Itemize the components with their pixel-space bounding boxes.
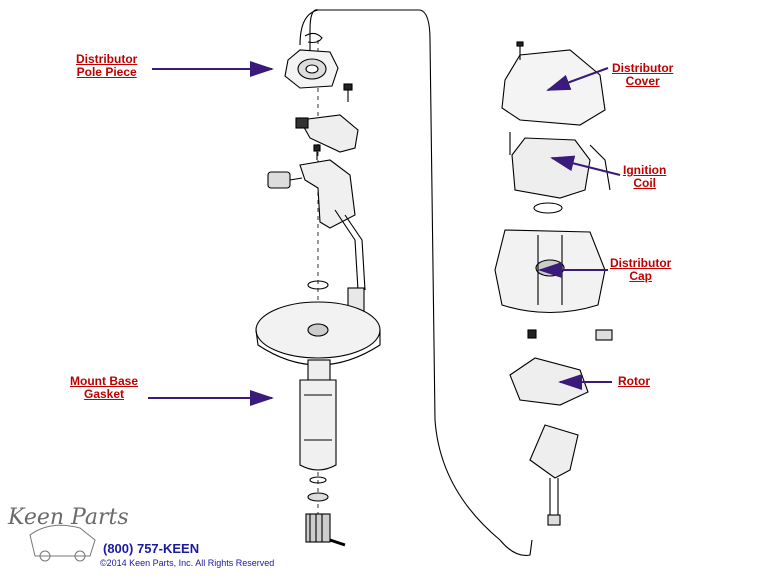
coil-seal-part — [533, 202, 563, 214]
label-mount-base[interactable]: Mount Base Gasket — [70, 374, 139, 401]
phone-number[interactable]: (800) 757-KEEN — [103, 541, 200, 556]
housing-part — [255, 301, 381, 471]
cap-screw-part — [527, 329, 537, 339]
logo-car-sketch — [29, 524, 96, 562]
bottom-washer — [307, 492, 329, 502]
pole-piece-part — [284, 32, 339, 89]
label-pole-piece[interactable]: Distributor Pole Piece — [76, 52, 138, 79]
label-rotor[interactable]: Rotor — [618, 374, 650, 388]
small-screw-part — [313, 144, 321, 160]
cover-arrow — [546, 67, 609, 91]
label-cover[interactable]: Distributor Cover — [612, 61, 674, 88]
module-part — [295, 114, 359, 153]
capacitor-part — [267, 171, 303, 189]
washer-part — [307, 280, 329, 290]
label-coil[interactable]: Ignition Coil — [623, 163, 667, 190]
label-cap[interactable]: Distributor Cap — [610, 256, 672, 283]
connector-loop — [299, 9, 533, 556]
screw-part — [343, 83, 353, 102]
plug-part — [595, 329, 613, 341]
drive-gear-part — [305, 513, 346, 547]
cover-part — [501, 41, 606, 126]
copyright-text: ©2014 Keen Parts, Inc. All Rights Reserv… — [100, 558, 275, 568]
cap-part — [494, 229, 606, 314]
shaft-part — [529, 424, 579, 526]
ignition-coil-part — [509, 132, 611, 199]
rotor-part — [509, 357, 589, 406]
coil-arrow — [550, 155, 621, 176]
pickup-coil-part — [299, 159, 366, 317]
keen-parts-logo: Keen Parts — [8, 505, 129, 530]
